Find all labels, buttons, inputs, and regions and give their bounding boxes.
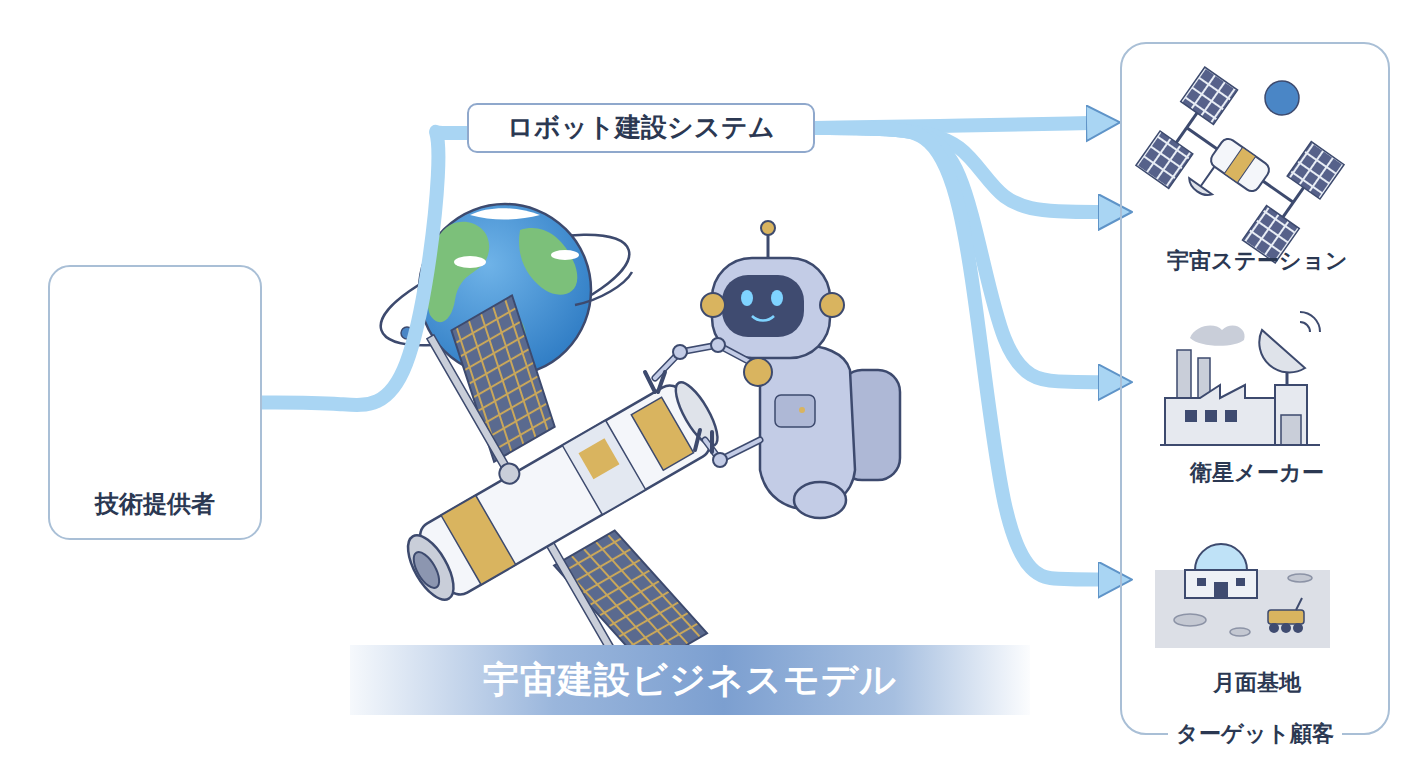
illustration-part (752, 316, 774, 321)
illustration-part (775, 395, 815, 427)
illustration-part (1185, 570, 1257, 598)
illustration-part (1190, 325, 1245, 345)
panel-label: ターゲット顧客 (1168, 719, 1342, 749)
illustration-part (1136, 131, 1193, 188)
illustration-part (426, 222, 489, 322)
customer-item: 月面基地 (1132, 522, 1382, 702)
illustration-part (1195, 544, 1247, 570)
illustration-part (820, 293, 844, 317)
robot-illustration (645, 221, 900, 518)
moon-base-icon (1155, 544, 1330, 648)
illustration-part (1181, 67, 1238, 124)
illustration-part (1225, 410, 1237, 422)
illustration-part (741, 290, 753, 306)
illustration-part (1197, 578, 1206, 586)
node-label: ロボット建設システム (507, 111, 775, 145)
illustration-part (1160, 444, 1320, 446)
illustration-part (668, 377, 725, 451)
illustration-part (470, 208, 540, 219)
customer-item: 衛星メーカー (1132, 312, 1382, 492)
illustration-part (1259, 330, 1305, 372)
illustration-part (1165, 385, 1275, 445)
flow-arrow (815, 128, 1102, 212)
customer-panel: ターゲット顧客宇宙ステーション衛星メーカー月面基地 (1120, 42, 1390, 735)
illustration-part (562, 420, 645, 514)
illustration-part (409, 548, 445, 592)
planet-icon (1265, 81, 1299, 115)
illustration-part (454, 256, 486, 268)
illustration-part (1208, 136, 1272, 194)
flow-arrow (262, 132, 467, 405)
title-band: 宇宙建設ビジネスモデル (350, 645, 1030, 715)
illustration-part (1155, 570, 1330, 648)
illustration-part (673, 338, 727, 467)
illustration-part (415, 380, 715, 599)
illustration-part (1275, 385, 1307, 445)
factory-icon (1160, 312, 1320, 445)
illustration-part (744, 358, 772, 386)
illustration-part (1293, 623, 1303, 633)
illustration-part (1186, 159, 1226, 200)
node-label: 技術提供者 (95, 489, 215, 520)
node-label: 衛星メーカー (1190, 459, 1324, 488)
illustration-part (701, 293, 725, 317)
illustration-part (1185, 410, 1197, 422)
illustration-part (712, 258, 830, 358)
node-label: 月面基地 (1213, 669, 1301, 698)
illustration-part (1287, 142, 1344, 199)
illustration-part (578, 438, 619, 479)
provider-box: 技術提供者 (48, 265, 262, 540)
illustration-part (1214, 582, 1228, 598)
illustration-part (771, 290, 783, 306)
illustration-part (1205, 410, 1217, 422)
illustration-part (1288, 574, 1312, 582)
illustration-part (1300, 312, 1320, 332)
illustration-part (794, 482, 846, 518)
flow-arrow (815, 123, 1090, 128)
illustration-part (575, 272, 632, 305)
illustration-part (551, 250, 579, 260)
illustration-part (1296, 598, 1302, 610)
illustration-part (1224, 147, 1255, 182)
station-icon (1136, 67, 1344, 263)
illustration-part (799, 407, 805, 413)
illustration-part (713, 453, 727, 467)
illustration-part (451, 295, 554, 461)
illustration-part (722, 275, 804, 337)
illustration-part (1230, 628, 1250, 636)
illustration-part (1236, 578, 1245, 586)
illustration-part (441, 495, 516, 584)
illustration-part (519, 228, 577, 295)
illustration-part (496, 460, 523, 487)
illustration-part (1281, 623, 1291, 633)
illustration-part (761, 221, 775, 235)
system-label-box: ロボット建設システム (467, 103, 815, 153)
diagram-title: 宇宙建設ビジネスモデル (483, 656, 897, 705)
illustration-part (1174, 614, 1206, 626)
illustration-part (1269, 623, 1279, 633)
illustration-part (1281, 415, 1301, 445)
illustration-part (401, 327, 413, 339)
illustration-part (673, 345, 687, 359)
illustration-part (711, 338, 725, 352)
illustration-part (399, 528, 463, 606)
illustration-part (1177, 350, 1191, 398)
illustration-part (645, 372, 665, 392)
node-label: 宇宙ステーション (1167, 247, 1348, 276)
flow-arrow (815, 128, 1102, 580)
illustration-part (1268, 610, 1304, 624)
illustration-part (695, 430, 712, 452)
flow-arrow (815, 128, 1102, 382)
customer-item: 宇宙ステーション (1132, 82, 1382, 282)
